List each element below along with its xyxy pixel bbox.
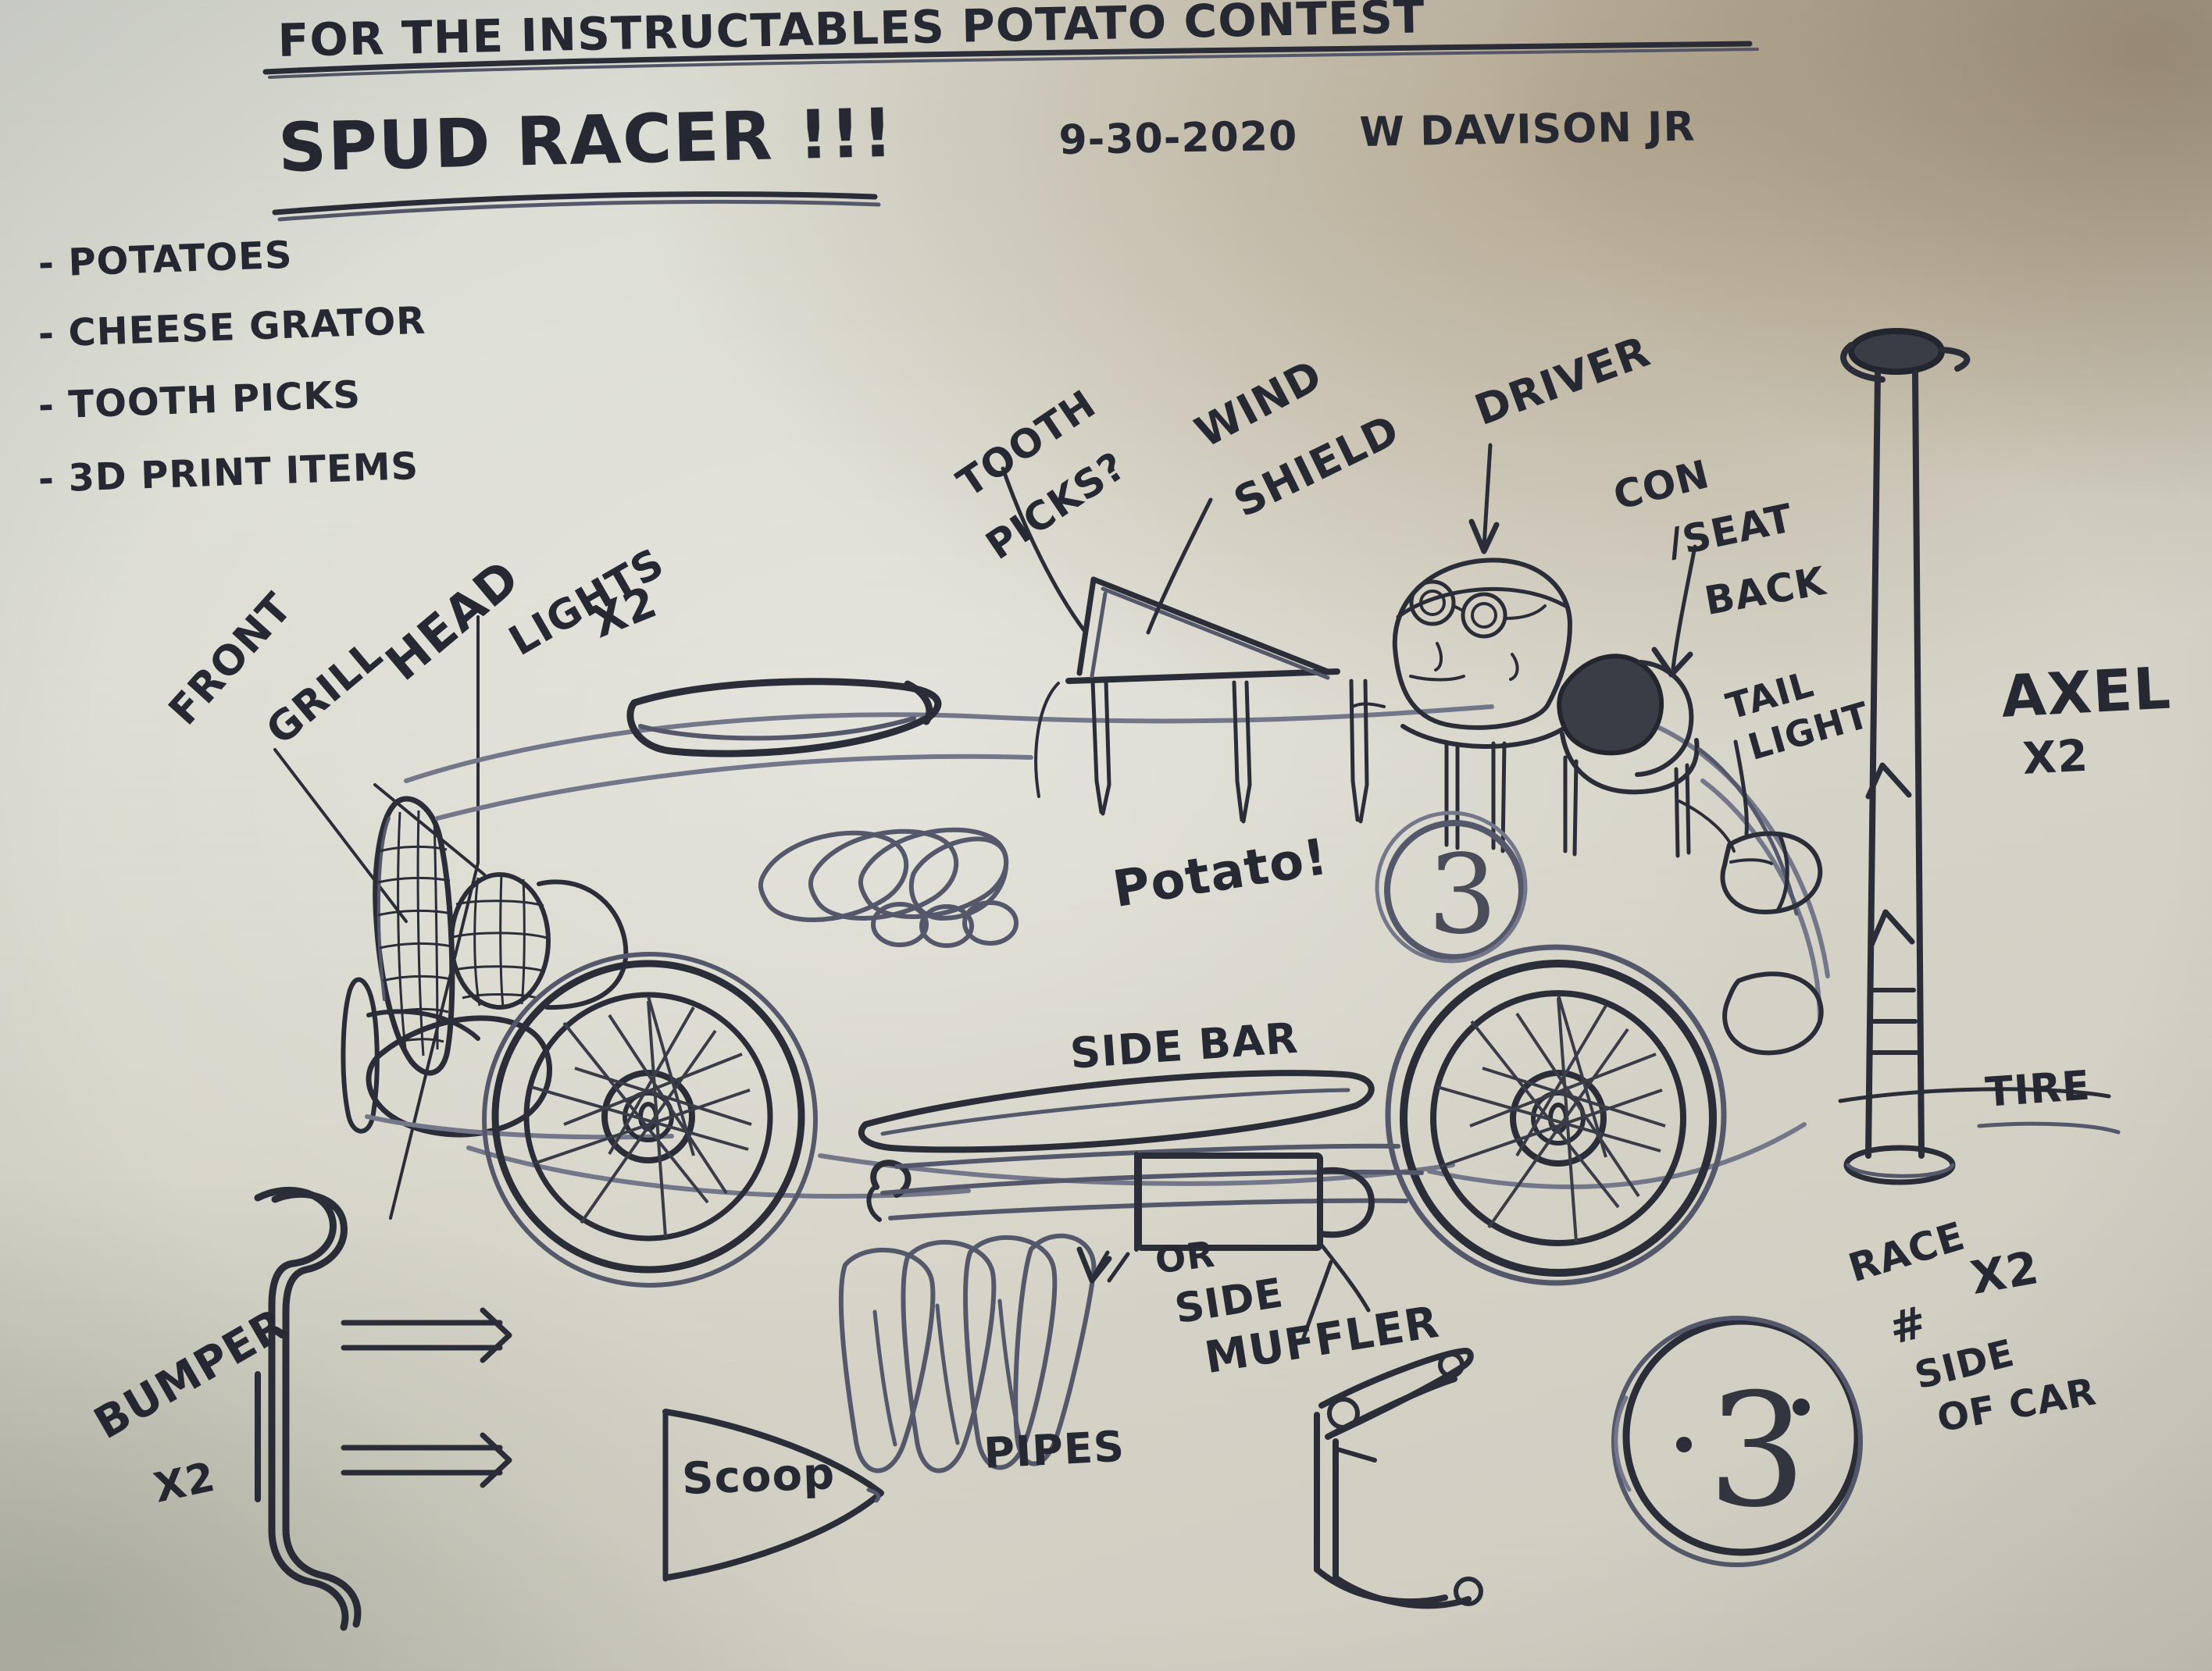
head-light-part (449, 872, 629, 1010)
car-body-contour (365, 704, 1830, 1199)
front-grill-part (373, 796, 455, 1076)
pipes-cluster-part (838, 1233, 1097, 1473)
windshield-part (1034, 576, 1369, 824)
materials-item-0: - POTATOES (37, 233, 294, 286)
bumper-part (254, 1186, 512, 1631)
label-axel: AXEL (2000, 654, 2174, 731)
race-number-badge-text: 3 (1707, 1360, 1807, 1542)
driver-figure (1350, 558, 1572, 853)
clip-clamp-part (1314, 1348, 1483, 1609)
front-wheel (482, 952, 818, 1288)
leader-lines-left (273, 615, 486, 1220)
rear-wheel (1385, 944, 1727, 1286)
race-number-on-body (1375, 811, 1528, 964)
tire-callout-line (1838, 1087, 2121, 1135)
label-pipes: PIPES (983, 1421, 1126, 1478)
title-underline-1 (262, 41, 1759, 79)
axel-part (1840, 328, 1971, 1185)
tail-light-part (1678, 800, 1823, 914)
label-tire: TIRE (1984, 1062, 2092, 1117)
rear-fender (1722, 971, 1824, 1056)
page-title: SPUD RACER !!! (277, 94, 895, 187)
label-scoop: Scoop (681, 1448, 837, 1505)
race-number-body-text: 3 (1428, 832, 1498, 959)
header-date: 9-30-2020 (1058, 112, 1298, 164)
label-or: OR (1153, 1232, 1218, 1282)
exhaust-muffler-part (866, 1143, 1424, 1313)
scoop-part (662, 1409, 884, 1582)
side-bar-part (858, 1070, 1375, 1153)
title-underline-2 (272, 191, 881, 222)
hood-piece (626, 678, 942, 757)
race-number-badge (1611, 1316, 1863, 1567)
label-axel-qty: X2 (2021, 730, 2090, 785)
header-author: W DAVISON JR (1359, 103, 1696, 156)
potato-pipe-cluster-top (758, 827, 1019, 948)
callout-arrows (1001, 443, 1749, 1342)
